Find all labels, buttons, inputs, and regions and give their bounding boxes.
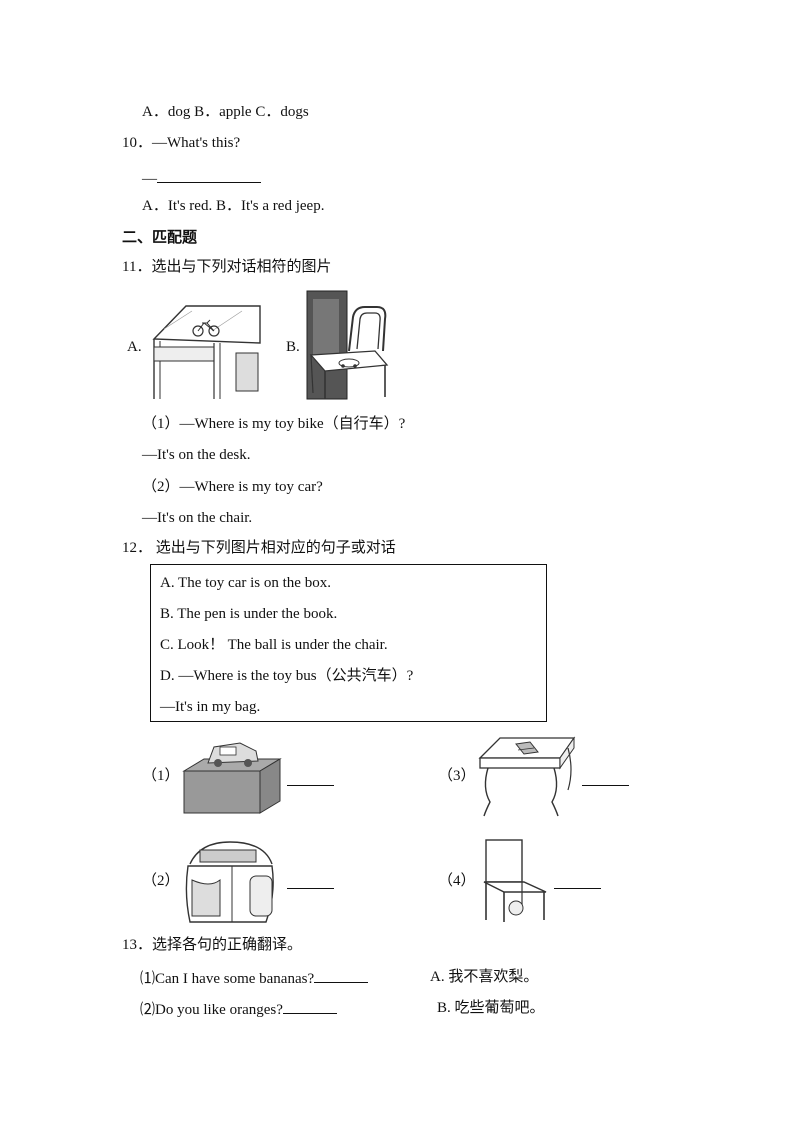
- q13-item-2-text: Do you like oranges?: [155, 1002, 283, 1018]
- q12-box-line-d: D. —Where is the toy bus（公共汽车）?: [160, 668, 414, 684]
- q9-options: A．dog B．apple C．dogs: [142, 104, 309, 120]
- q10-answer-blank[interactable]: [157, 168, 261, 183]
- q12-label-2: （2）: [142, 873, 180, 889]
- q13-item-1-text: Can I have some bananas?: [155, 971, 315, 987]
- section2-title: 二、匹配题: [122, 228, 198, 246]
- q13-item-2: ⑵Do you like oranges?: [140, 999, 337, 1019]
- desk-with-bike-image: [152, 305, 261, 399]
- chair-with-car-image: [306, 290, 389, 400]
- q12-answer-blank-4[interactable]: [554, 874, 601, 889]
- q12-box-line-c: C. Look！ The ball is under the chair.: [160, 637, 388, 653]
- q13-item-1: ⑴Can I have some bananas?: [140, 968, 369, 988]
- q13-option-a: A. 我不喜欢梨。: [430, 969, 539, 985]
- q11-line-3: （2）—Where is my toy car?: [142, 479, 323, 495]
- q10-answer-line: —: [142, 168, 261, 188]
- q13-answer-blank-2[interactable]: [282, 999, 337, 1014]
- q11-option-b-label: B.: [286, 339, 300, 355]
- q12-answer-blank-1[interactable]: [287, 771, 334, 786]
- car-on-box-image: [182, 742, 282, 814]
- q12-box-line-b: B. The pen is under the book.: [160, 606, 338, 622]
- q12-box-line-a: A. The toy car is on the box.: [160, 575, 331, 591]
- book-on-table-image: [478, 736, 576, 817]
- q13-item-2-number: ⑵: [140, 1002, 156, 1018]
- q13-option-b: B. 吃些葡萄吧。: [437, 1000, 545, 1016]
- q10-question: 10．—What's this?: [122, 135, 241, 151]
- q12-box-line-d2: —It's in my bag.: [160, 699, 261, 715]
- bag-image: [185, 841, 274, 923]
- q11-line-4: —It's on the chair.: [142, 510, 253, 526]
- q12-label-3: （3）: [438, 768, 476, 784]
- q11-line-2: —It's on the desk.: [142, 447, 251, 463]
- ball-under-chair-image: [483, 839, 547, 922]
- q11-question: 11．选出与下列对话相符的图片: [122, 259, 332, 275]
- q13-item-1-number: ⑴: [140, 971, 156, 987]
- q11-option-a-label: A.: [127, 339, 142, 355]
- q12-label-4: （4）: [438, 873, 476, 889]
- q10-answer-prefix: —: [142, 171, 157, 187]
- q12-label-1: （1）: [142, 768, 180, 784]
- q12-answer-blank-2[interactable]: [287, 874, 334, 889]
- q13-question: 13．选择各句的正确翻译。: [122, 937, 303, 953]
- q12-question: 12． 选出与下列图片相对应的句子或对话: [122, 540, 396, 556]
- q11-line-1: （1）—Where is my toy bike（自行车）?: [142, 416, 406, 432]
- q10-options: A．It's red. B．It's a red jeep.: [142, 198, 325, 214]
- q12-options-box: A. The toy car is on the box. B. The pen…: [150, 564, 547, 722]
- q13-answer-blank-1[interactable]: [314, 968, 369, 983]
- q12-answer-blank-3[interactable]: [582, 771, 629, 786]
